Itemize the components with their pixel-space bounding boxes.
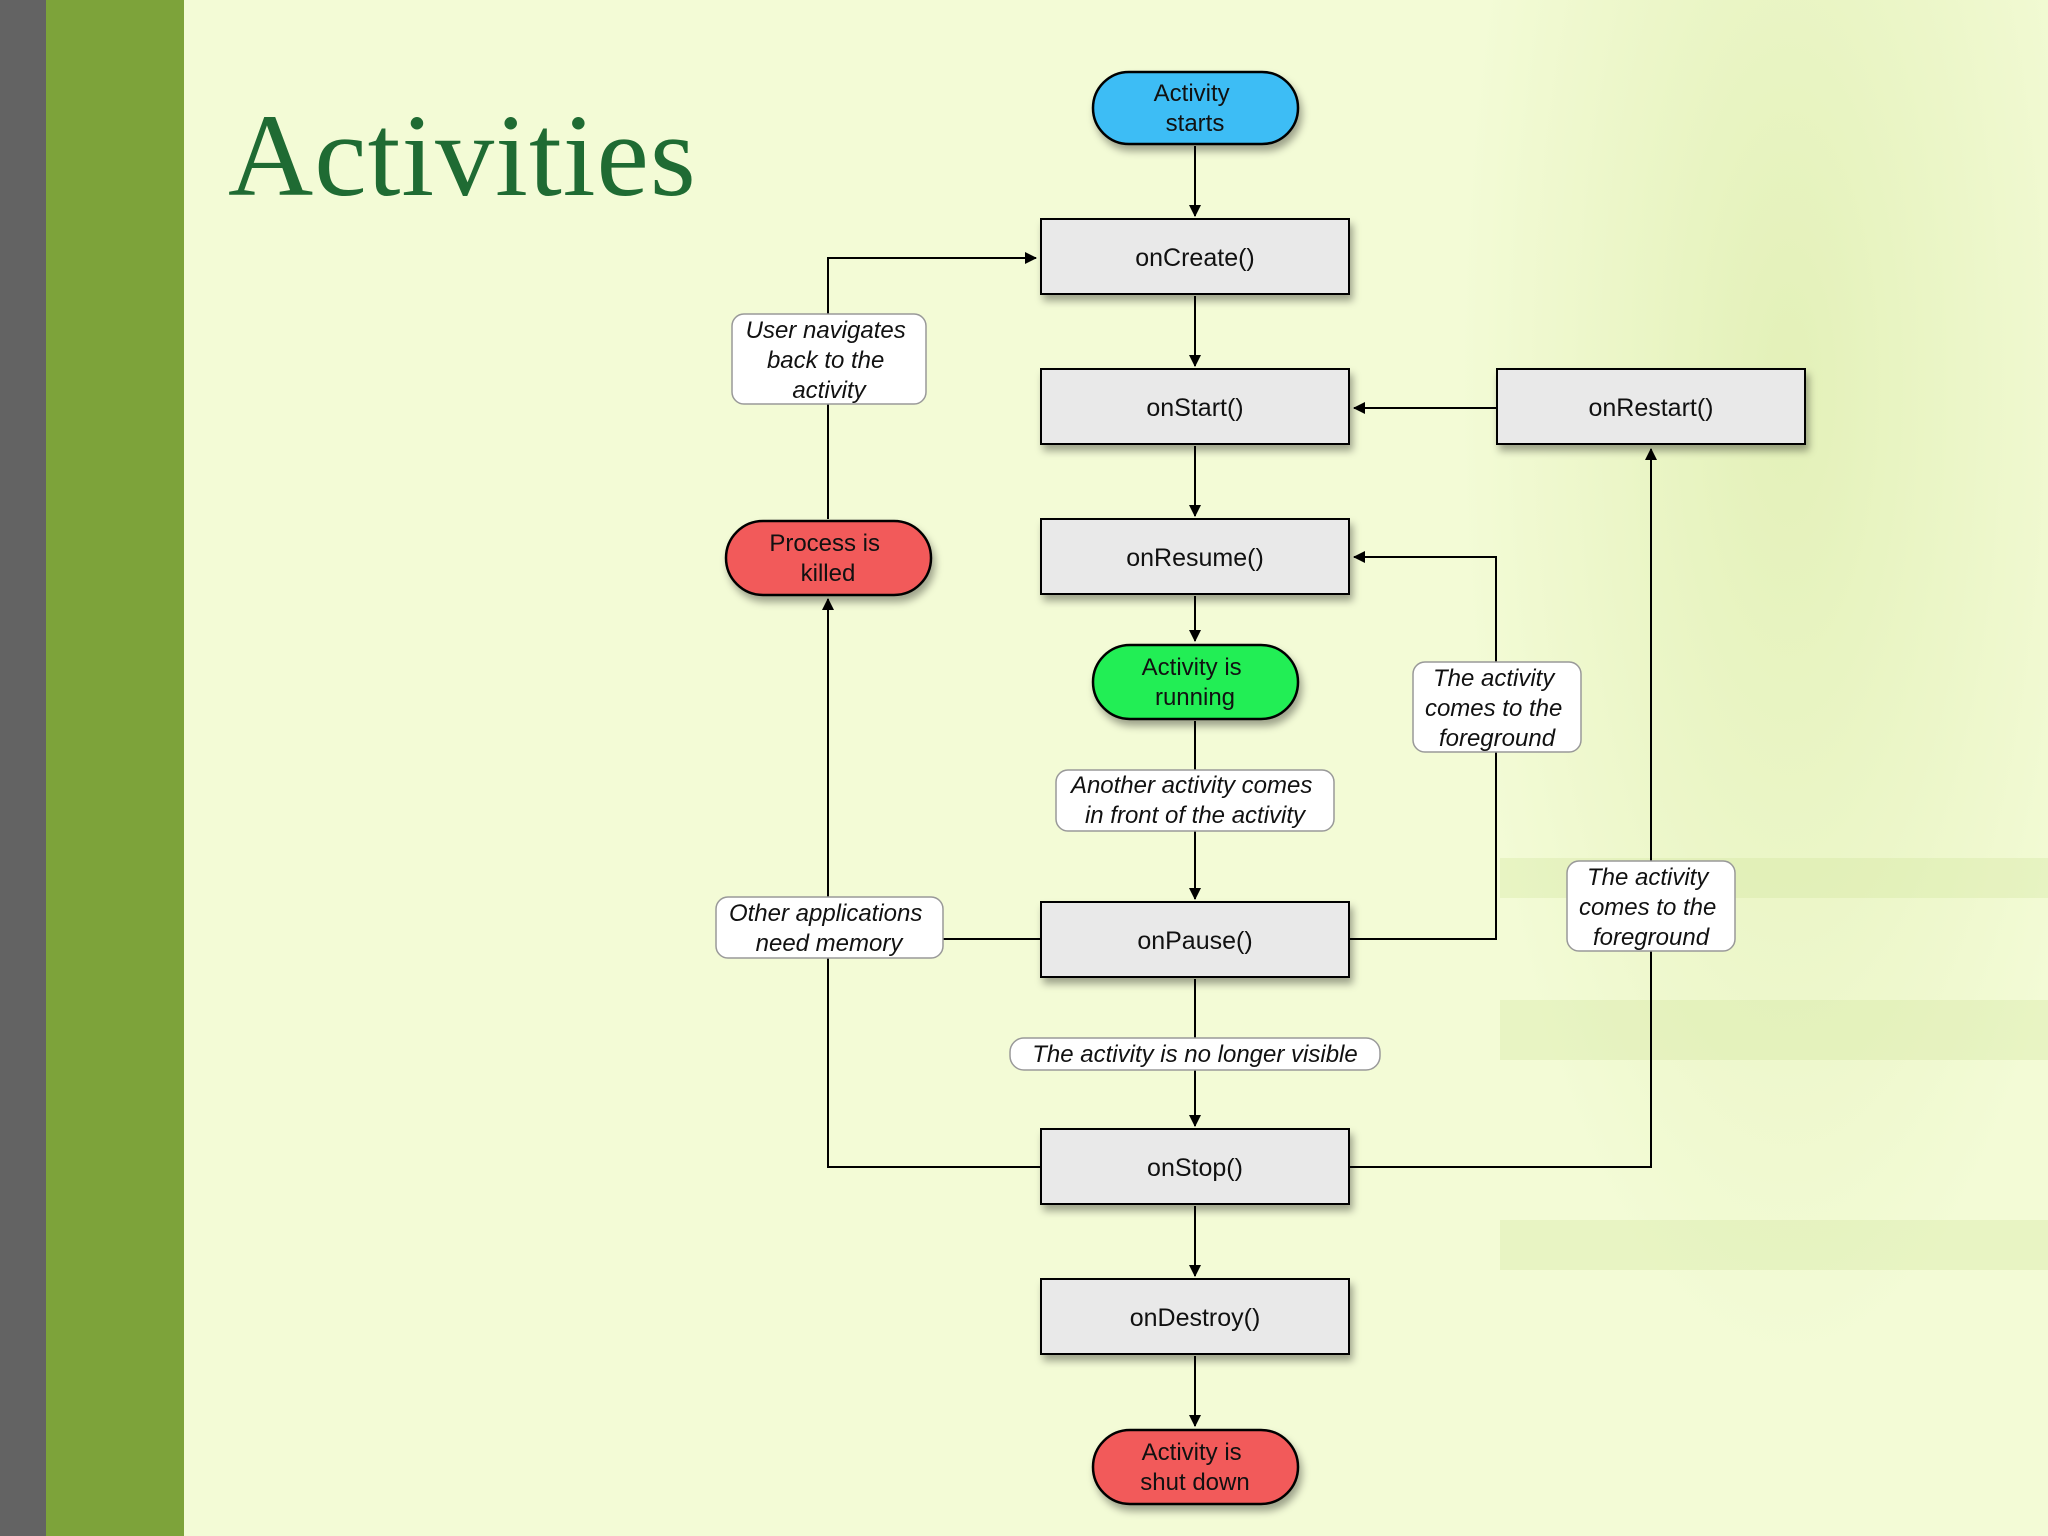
process-boxes: onCreate() onStart() onRestart() onResum… <box>1040 218 1806 1355</box>
note-foreground-resume-line-1: The activity <box>1433 665 1556 692</box>
note-foreground-restart-line-1: The activity <box>1587 864 1710 891</box>
onpause-label: onPause() <box>1137 927 1252 955</box>
svg-text:User navigates back to: User navigates back to the activity <box>746 317 913 404</box>
note-user-navigates-line-3: activity <box>792 377 867 404</box>
ondestroy-box: onDestroy() <box>1040 1278 1350 1355</box>
activity-starts-oval: Activity starts <box>1091 70 1300 146</box>
oncreate-label: onCreate() <box>1135 244 1255 272</box>
activity-running-line-1: Activity is <box>1142 654 1242 681</box>
note-no-longer-visible: The activity is no longer visible <box>1009 1037 1381 1071</box>
activity-starts-line-1: Activity <box>1154 80 1230 107</box>
background-band <box>1500 1220 2048 1270</box>
left-gray-bar <box>0 0 46 1536</box>
note-foreground-restart: The activity comes to the foreground <box>1566 860 1736 952</box>
transition-notes: User navigates back to the activity Anot… <box>715 313 1736 1071</box>
note-foreground-resume: The activity comes to the foreground <box>1412 661 1582 753</box>
note-user-navigates-line-2: back to the <box>767 347 884 374</box>
note-other-apps-line-1: Other applications <box>729 900 922 927</box>
note-another-activity-line-1: Another activity comes <box>1069 772 1312 799</box>
slide-title: Activities <box>228 90 697 221</box>
activity-shut-down-oval: Activity is shut down <box>1091 1428 1300 1506</box>
note-other-apps-line-2: need memory <box>756 930 905 957</box>
process-killed-line-2: killed <box>801 560 856 587</box>
background-band <box>1500 1000 2048 1060</box>
note-user-navigates-line-1: User navigates <box>746 317 906 344</box>
svg-text:Activity starts: Activity starts <box>1154 80 1237 137</box>
onrestart-box: onRestart() <box>1496 368 1806 445</box>
note-foreground-resume-line-3: foreground <box>1439 725 1556 752</box>
note-other-apps: Other applications need memory <box>715 896 944 959</box>
note-another-activity: Another activity comes in front of the a… <box>1055 769 1335 832</box>
line-onstop-to-killed <box>827 939 1041 1168</box>
note-foreground-resume-line-2: comes to the <box>1425 695 1562 722</box>
onrestart-label: onRestart() <box>1588 394 1713 422</box>
activity-running-line-2: running <box>1155 684 1235 711</box>
background-decoration <box>1400 0 2048 1536</box>
svg-text:Activity is shut down: Activity is shut down <box>1140 1439 1249 1496</box>
onstart-label: onStart() <box>1146 394 1243 422</box>
svg-text:Another activity comes: Another activity comes in front of the a… <box>1069 772 1319 829</box>
onresume-box: onResume() <box>1040 518 1350 595</box>
note-foreground-restart-line-3: foreground <box>1593 924 1710 951</box>
left-green-bar <box>46 0 184 1536</box>
activity-running-oval: Activity is running <box>1091 643 1300 721</box>
onpause-box: onPause() <box>1040 901 1350 978</box>
arrow-killed-to-oncreate <box>827 252 1037 519</box>
onstop-label: onStop() <box>1147 1154 1243 1182</box>
activity-shut-down-line-1: Activity is <box>1142 1439 1242 1466</box>
svg-text:The activity comes to: The activity comes to the foreground <box>1579 864 1723 951</box>
svg-text:Activity is running: Activity is running <box>1142 654 1249 711</box>
onstop-box: onStop() <box>1040 1128 1350 1205</box>
arrow-onstop-to-onrestart <box>1350 448 1657 1168</box>
onstart-box: onStart() <box>1040 368 1350 445</box>
note-user-navigates: User navigates back to the activity <box>731 313 927 405</box>
svg-text:Other applications nee: Other applications need memory <box>729 900 929 957</box>
note-another-activity-line-2: in front of the activity <box>1085 802 1307 829</box>
activity-starts-line-2: starts <box>1166 110 1225 137</box>
onresume-label: onResume() <box>1126 544 1264 572</box>
ondestroy-label: onDestroy() <box>1130 1304 1261 1332</box>
state-ovals: Activity starts Activity is running Proc… <box>724 70 1300 1506</box>
svg-text:Process is killed: Process is killed <box>769 530 886 587</box>
oncreate-box: onCreate() <box>1040 218 1350 295</box>
arrow-onpause-to-killed <box>822 598 1041 940</box>
note-no-longer-visible-text: The activity is no longer visible <box>1032 1041 1357 1068</box>
note-foreground-restart-line-2: comes to the <box>1579 894 1716 921</box>
activity-shut-down-line-2: shut down <box>1140 1469 1249 1496</box>
process-killed-line-1: Process is <box>769 530 880 557</box>
svg-text:The activity comes to: The activity comes to the foreground <box>1425 665 1569 752</box>
process-killed-oval: Process is killed <box>724 519 933 597</box>
